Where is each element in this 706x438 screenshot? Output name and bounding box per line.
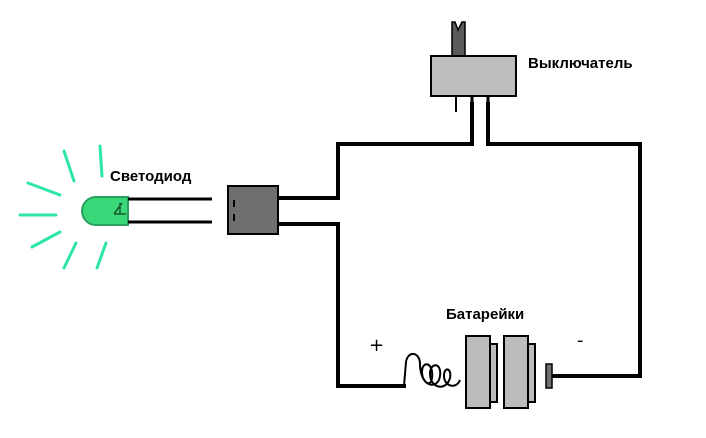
switch <box>430 21 517 112</box>
battery-cell-cap <box>489 343 498 403</box>
plus-sign: + <box>369 335 384 356</box>
glow-ray <box>62 149 76 183</box>
glow-ray <box>26 181 62 197</box>
led-label: Светодиод <box>110 168 192 185</box>
switch-label: Выключатель <box>528 55 633 72</box>
led-icon <box>81 196 129 226</box>
battery-cell-icon <box>503 335 529 409</box>
connector-block <box>227 185 279 235</box>
battery-pack <box>403 335 553 409</box>
led-glow-rays <box>18 144 108 270</box>
led <box>18 144 212 270</box>
wire-connector-to-switch <box>276 102 474 200</box>
batteries-label: Батарейки <box>446 306 524 323</box>
glow-ray <box>62 241 78 270</box>
wire-connector-to-plus <box>276 222 406 388</box>
slide-switch-icon <box>430 55 517 97</box>
minus-sign: - <box>577 330 584 351</box>
glow-ray <box>30 230 62 249</box>
led-inner-electrode <box>113 202 126 215</box>
connector-block-icon <box>227 185 279 235</box>
battery-cell-icon <box>465 335 491 409</box>
switch-lever <box>451 21 466 57</box>
wiring <box>276 102 642 388</box>
wire-switch-to-minus <box>486 102 642 378</box>
glow-ray <box>95 241 108 270</box>
glow-ray <box>98 144 104 178</box>
battery-cell-cap <box>527 343 536 403</box>
spring-contact-icon <box>403 353 461 388</box>
minus-contact-plate <box>545 363 553 389</box>
